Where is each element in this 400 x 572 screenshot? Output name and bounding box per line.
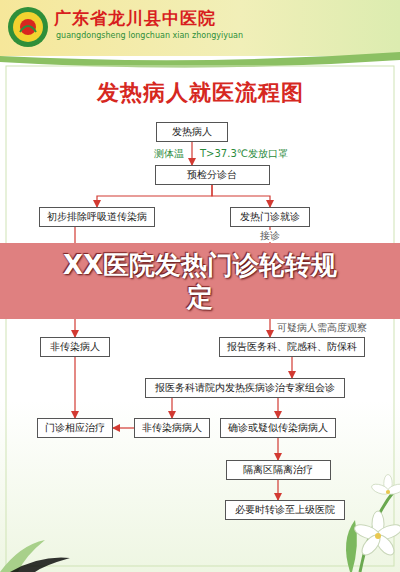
logo-ring xyxy=(8,7,48,47)
process-box: 门诊相应治疗 xyxy=(37,418,113,438)
diagram-title: 发热病人就医流程图 xyxy=(0,78,400,108)
process-box: 非传染病病人 xyxy=(134,418,210,438)
flow-arrow xyxy=(97,185,212,207)
flow-arrow xyxy=(74,357,75,418)
lily-flowers xyxy=(0,475,400,572)
header-band xyxy=(0,0,400,56)
hospital-pinyin: guangdongsheng longchuan xian zhongyiyua… xyxy=(56,31,243,40)
logo-inner xyxy=(13,12,43,42)
process-box: 报医务科请院内发热疾病诊治专家组会诊 xyxy=(145,378,345,398)
logo-center xyxy=(20,19,36,35)
watermark-banner-text: XX医院发热门诊轮转规定 xyxy=(55,249,345,313)
box-text: 预检分诊台 xyxy=(162,169,263,181)
flow-arrow xyxy=(113,427,134,428)
box-text: 发热病人 xyxy=(163,126,221,138)
overlay-banner: XX医院发热门诊轮转规定 xyxy=(0,243,400,319)
process-box: 发热门诊就诊 xyxy=(230,207,310,227)
edge-label: 接诊 xyxy=(258,230,282,242)
process-box: 发热病人 xyxy=(156,122,228,142)
box-text: 确诊或疑似传染病病人 xyxy=(227,422,329,434)
process-box: 非传染病人 xyxy=(40,337,110,357)
flow-arrow xyxy=(277,438,278,460)
box-text: 非传染病病人 xyxy=(141,422,203,434)
flow-arrow xyxy=(212,185,270,207)
flow-arrow xyxy=(171,398,172,418)
process-box: 初步排除呼吸道传染病 xyxy=(39,207,155,227)
process-box: 确诊或疑似传染病病人 xyxy=(220,418,336,438)
note-text: T>37.3℃发放口罩 xyxy=(200,147,288,161)
header-swoosh xyxy=(0,52,400,68)
process-box: 报告医务科、院感科、防保科 xyxy=(219,337,365,357)
box-text: 非传染病人 xyxy=(47,341,103,353)
box-text: 发热门诊就诊 xyxy=(237,211,303,223)
hospital-name: 广东省龙川县中医院 xyxy=(54,7,216,30)
flow-arrow xyxy=(291,357,292,378)
box-text: 必要时转诊至上级医院 xyxy=(232,504,338,516)
flow-arrow xyxy=(277,398,278,418)
process-box: 隔离区隔离治疗 xyxy=(226,460,331,480)
process-box: 预检分诊台 xyxy=(155,165,270,185)
box-text: 初步排除呼吸道传染病 xyxy=(46,211,148,223)
box-text: 报医务科请院内发热疾病诊治专家组会诊 xyxy=(152,382,338,394)
edge-label: 测体温 xyxy=(152,148,186,160)
note-text: 可疑病人需高度观察 xyxy=(277,321,367,335)
logo-mark xyxy=(20,26,36,32)
box-text: 隔离区隔离治疗 xyxy=(233,464,324,476)
box-text: 门诊相应治疗 xyxy=(44,422,106,434)
process-box: 必要时转诊至上级医院 xyxy=(225,500,345,520)
box-text: 报告医务科、院感科、防保科 xyxy=(226,341,358,353)
flow-arrow xyxy=(277,480,278,500)
flow-arrow xyxy=(191,142,192,165)
